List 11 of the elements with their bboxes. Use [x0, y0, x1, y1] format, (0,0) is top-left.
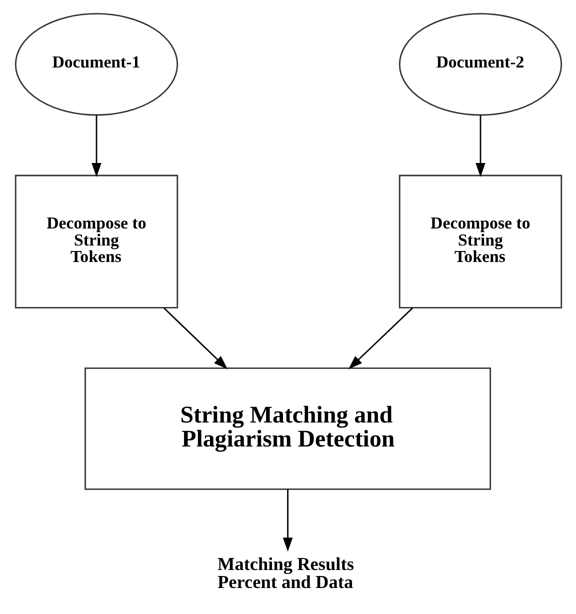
- node-box: String Matching and Plagiarism Detection: [84, 367, 491, 490]
- node-ellipse: Document-2: [398, 13, 562, 116]
- arrow: [282, 489, 292, 552]
- arrow: [348, 307, 413, 370]
- node-ellipse: Document-1: [14, 13, 178, 116]
- arrow: [475, 115, 485, 178]
- node-box: Decompose to String Tokens: [398, 174, 562, 308]
- node-box: Decompose to String Tokens: [14, 174, 178, 308]
- arrow: [91, 115, 101, 178]
- node-text: Matching Results Percent and Data: [216, 554, 354, 592]
- arrow: [162, 307, 228, 370]
